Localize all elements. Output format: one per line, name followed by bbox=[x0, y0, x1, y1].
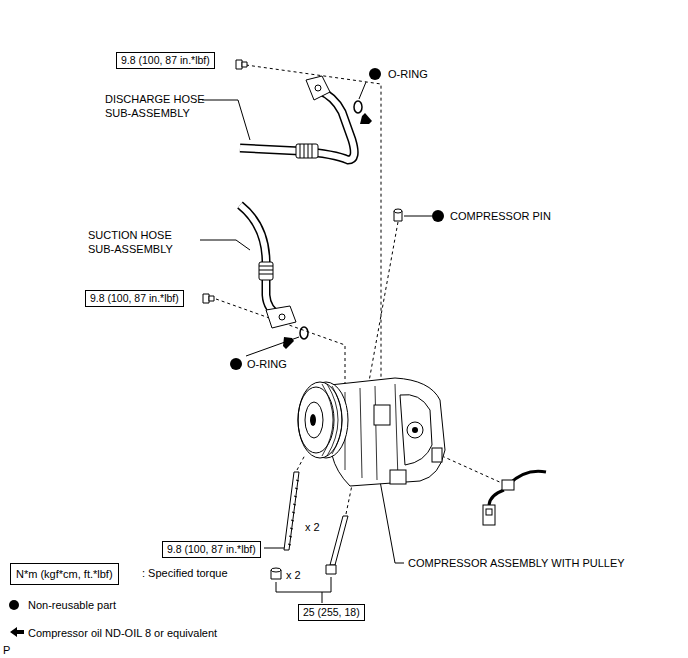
suction-hose-part bbox=[259, 262, 273, 280]
wire-harness-part bbox=[489, 490, 504, 505]
leader-lines-part bbox=[200, 240, 250, 250]
bolts-part bbox=[242, 62, 247, 67]
studs-bolts-nuts-part bbox=[330, 516, 348, 565]
oil-arrows-and-dots-part bbox=[230, 358, 242, 370]
part-label: DISCHARGE HOSE SUB-ASSEMBLY bbox=[105, 92, 223, 120]
compressor-pulley-part bbox=[305, 402, 323, 438]
legend-text: : Specified torque bbox=[142, 566, 228, 580]
bolts bbox=[203, 60, 402, 303]
suction-hose bbox=[240, 205, 296, 328]
oil-arrows-and-dots-part bbox=[283, 337, 294, 349]
legend-swatch bbox=[9, 600, 19, 610]
bolts-part bbox=[236, 60, 242, 69]
suction-hose-part bbox=[279, 314, 285, 320]
studs-bolts-nuts bbox=[271, 472, 348, 579]
compressor-pulley bbox=[298, 382, 348, 458]
torque-value: N*m (kgf*cm, ft.*lbf) bbox=[16, 568, 113, 580]
torque-spec-box: 9.8 (100, 87 in.*lbf) bbox=[116, 52, 215, 69]
compressor-body-part bbox=[374, 405, 390, 425]
discharge-hose-part bbox=[306, 76, 330, 100]
discharge-hose-part bbox=[315, 85, 321, 91]
wire-harness-part bbox=[502, 480, 514, 490]
leader-lines-part bbox=[322, 592, 323, 603]
dashed-assembly-lines-part bbox=[442, 456, 504, 484]
compressor-body-part bbox=[390, 470, 406, 484]
leader-lines-part bbox=[359, 82, 366, 99]
suction-hose-part bbox=[240, 205, 280, 316]
leader-lines-part bbox=[276, 577, 331, 592]
quantity-label: x 2 bbox=[286, 568, 301, 582]
oil-arrows-and-dots bbox=[230, 68, 444, 370]
compressor-pulley-part bbox=[298, 382, 342, 458]
figure-mark: P bbox=[3, 643, 10, 657]
leader-lines-part bbox=[246, 337, 299, 356]
torque-spec-box: 9.8 (100, 87 in.*lbf) bbox=[85, 290, 184, 307]
suction-hose-part bbox=[259, 266, 273, 274]
torque-value: 9.8 (100, 87 in.*lbf) bbox=[121, 54, 210, 66]
legend-text: Non-reusable part bbox=[28, 598, 116, 612]
discharge-hose-part bbox=[240, 90, 354, 160]
part-label: SUCTION HOSE SUB-ASSEMBLY bbox=[88, 228, 200, 256]
discharge-hose-part bbox=[296, 144, 318, 158]
discharge-hose-part bbox=[300, 144, 312, 158]
o-rings-part bbox=[300, 327, 308, 339]
torque-value: 9.8 (100, 87 in.*lbf) bbox=[167, 543, 256, 555]
studs-bolts-nuts-part bbox=[271, 568, 281, 572]
dashed-assembly-lines-part bbox=[297, 455, 305, 470]
oil-arrows-and-dots-part bbox=[432, 210, 444, 222]
suction-hose-part bbox=[266, 306, 296, 328]
o-rings-part bbox=[354, 101, 362, 113]
leader-lines-part bbox=[264, 548, 284, 549]
oil-arrows-and-dots-part bbox=[369, 68, 381, 80]
compressor-body-part bbox=[412, 427, 418, 433]
dashed-assembly-lines-part bbox=[346, 485, 352, 514]
part-label: COMPRESSOR ASSEMBLY WITH PULLEY bbox=[408, 556, 625, 570]
bolts-part bbox=[203, 294, 209, 303]
part-label: O-RING bbox=[388, 67, 428, 81]
studs-bolts-nuts-part bbox=[284, 472, 299, 550]
bolts-part bbox=[209, 296, 214, 301]
torque-spec-box: 9.8 (100, 87 in.*lbf) bbox=[162, 541, 261, 558]
torque-spec-box: 25 (255, 18) bbox=[298, 604, 365, 621]
torque-value: 9.8 (100, 87 in.*lbf) bbox=[90, 292, 179, 304]
wire-harness-part bbox=[486, 509, 492, 515]
oil-arrows-and-dots-part bbox=[360, 113, 372, 124]
legend-arrow-sample-part bbox=[10, 627, 24, 637]
legend-arrow-sample bbox=[10, 627, 24, 637]
legend-torque-box: N*m (kgf*cm, ft.*lbf) bbox=[10, 563, 119, 585]
bolts-part bbox=[394, 209, 402, 213]
wire-harness-part bbox=[483, 505, 495, 525]
wire-harness bbox=[483, 471, 546, 525]
compressor-body-part bbox=[432, 448, 442, 462]
discharge-hose-part bbox=[240, 90, 354, 160]
studs-bolts-nuts-part bbox=[288, 480, 299, 545]
suction-hose-part bbox=[240, 205, 280, 316]
quantity-label: x 2 bbox=[305, 520, 320, 534]
o-rings bbox=[300, 101, 362, 339]
compressor-pulley-part bbox=[310, 414, 316, 426]
torque-value: 25 (255, 18) bbox=[303, 606, 360, 618]
discharge-hose bbox=[240, 76, 354, 160]
dashed-assembly-lines bbox=[216, 65, 504, 514]
part-label: O-RING bbox=[247, 357, 287, 371]
studs-bolts-nuts-part bbox=[326, 565, 336, 574]
compressor-body-part bbox=[407, 422, 423, 438]
legend-text: Compressor oil ND-OIL 8 or equivalent bbox=[28, 626, 217, 640]
compressor-body-part bbox=[345, 384, 398, 480]
leader-lines bbox=[200, 82, 432, 603]
compressor-body-part bbox=[400, 395, 432, 465]
part-label: COMPRESSOR PIN bbox=[450, 209, 551, 223]
leader-lines-part bbox=[404, 216, 432, 217]
leader-lines-part bbox=[202, 100, 250, 140]
compressor-pulley-part bbox=[322, 384, 342, 456]
